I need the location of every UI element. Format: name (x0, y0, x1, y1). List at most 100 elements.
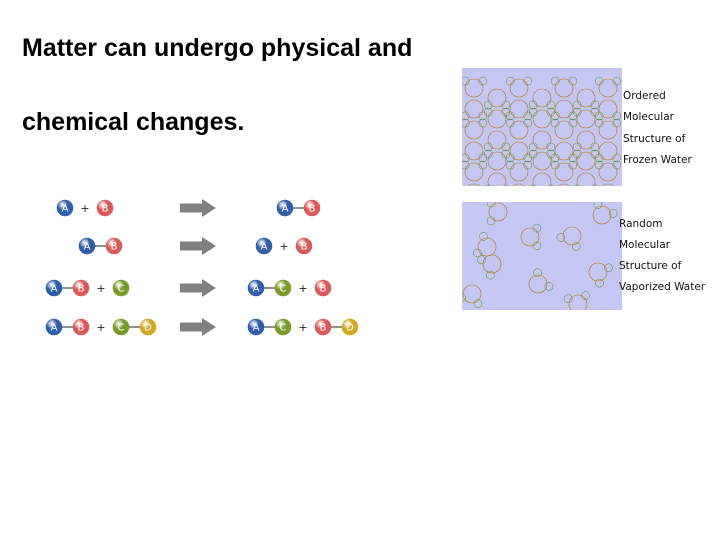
atom-c (274, 279, 292, 297)
oxygen-atom (554, 141, 574, 161)
hydrogen-atom (563, 294, 573, 304)
oxygen-atom (464, 162, 484, 182)
oxygen-atom (576, 130, 596, 150)
atom-label-b: B (301, 242, 308, 253)
oxygen-atom (576, 151, 596, 171)
oxygen-atom (598, 99, 618, 119)
reaction-arrow (180, 279, 216, 297)
atom-b (295, 237, 313, 255)
oxygen-atom (554, 120, 574, 140)
vaporized-water-panel (462, 202, 622, 310)
plus-sign: + (298, 321, 307, 334)
oxygen-atom (464, 120, 484, 140)
frozen-label-line-1: Ordered (623, 90, 666, 102)
atom-c (112, 279, 130, 297)
hydrogen-atom (556, 233, 566, 242)
atom-c (112, 318, 130, 336)
atom-label-a: A (253, 284, 260, 295)
atom-a (56, 199, 74, 217)
atom-b (96, 199, 114, 217)
atom-b (72, 279, 90, 297)
oxygen-atom (576, 172, 596, 186)
oxygen-atom (487, 151, 507, 171)
hydrogen-atom (477, 255, 486, 265)
atom-b (72, 318, 90, 336)
atom-label-a: A (51, 284, 58, 295)
frozen-label-line-4: Frozen Water (623, 154, 692, 166)
oxygen-atom (598, 120, 618, 140)
vapor-label-line-4: Vaporized Water (619, 281, 706, 293)
oxygen-atom (488, 202, 508, 222)
frozen-water-panel (462, 68, 622, 186)
plus-sign: + (96, 282, 105, 295)
oxygen-atom (462, 284, 482, 304)
hydrogen-atom (486, 270, 495, 280)
oxygen-atom (532, 172, 552, 186)
oxygen-atom (464, 78, 484, 98)
atom-label-a: A (84, 242, 91, 253)
oxygen-atom (532, 151, 552, 171)
plus-sign: + (298, 282, 307, 295)
oxygen-atom (598, 162, 618, 182)
atom-d (341, 318, 359, 336)
oxygen-atom (532, 130, 552, 150)
oxygen-atom (487, 130, 507, 150)
reaction-arrow (180, 318, 216, 336)
oxygen-atom (532, 109, 552, 129)
hydrogen-atom (595, 278, 604, 288)
oxygen-atom (512, 183, 526, 186)
atom-b (314, 279, 332, 297)
title-line-2: chemical changes. (22, 108, 245, 136)
atom-a (247, 318, 265, 336)
oxygen-atom (588, 262, 608, 282)
hydrogen-atom (473, 299, 483, 308)
oxygen-atom (509, 78, 529, 98)
atom-label-a: A (282, 204, 289, 215)
plus-sign: + (96, 321, 105, 334)
oxygen-atom (554, 99, 574, 119)
atom-label-b: B (78, 284, 85, 295)
atom-a (255, 237, 273, 255)
oxygen-atom (509, 162, 529, 182)
hydrogen-atom (462, 293, 466, 302)
reaction-arrow (180, 199, 216, 217)
hydrogen-atom (593, 202, 603, 209)
title-line-1: Matter can undergo physical and (22, 34, 413, 62)
oxygen-atom (520, 227, 540, 247)
atom-label-a: A (51, 323, 58, 334)
atom-label-a: A (62, 204, 69, 215)
oxygen-atom (487, 172, 507, 186)
plus-sign: + (279, 240, 288, 253)
oxygen-atom (598, 78, 618, 98)
oxygen-atom (509, 120, 529, 140)
atom-label-c: C (118, 284, 125, 295)
hydrogen-atom (608, 209, 618, 218)
oxygen-atom (464, 99, 484, 119)
atom-label-d: D (144, 323, 152, 334)
hydrogen-atom (571, 242, 581, 251)
atom-label-c: C (280, 323, 287, 334)
hydrogen-atom (604, 263, 613, 273)
atom-label-b: B (309, 204, 316, 215)
atom-c (274, 318, 292, 336)
atom-a (78, 237, 96, 255)
oxygen-atom (598, 141, 618, 161)
oxygen-atom (487, 88, 507, 108)
atom-a (45, 279, 63, 297)
atom-b (105, 237, 123, 255)
atom-label-b: B (320, 323, 327, 334)
atom-d (139, 318, 157, 336)
hydrogen-atom (533, 268, 542, 278)
oxygen-atom (482, 254, 502, 274)
vapor-label-line-3: Structure of (619, 260, 682, 272)
atom-label-c: C (280, 284, 287, 295)
atom-label-b: B (320, 284, 327, 295)
oxygen-atom (464, 141, 484, 161)
vapor-molecules (462, 202, 618, 310)
oxygen-atom (509, 141, 529, 161)
reaction-arrow (180, 237, 216, 255)
hydrogen-atom (544, 282, 554, 291)
atom-label-b: B (102, 204, 109, 215)
oxygen-atom (532, 88, 552, 108)
